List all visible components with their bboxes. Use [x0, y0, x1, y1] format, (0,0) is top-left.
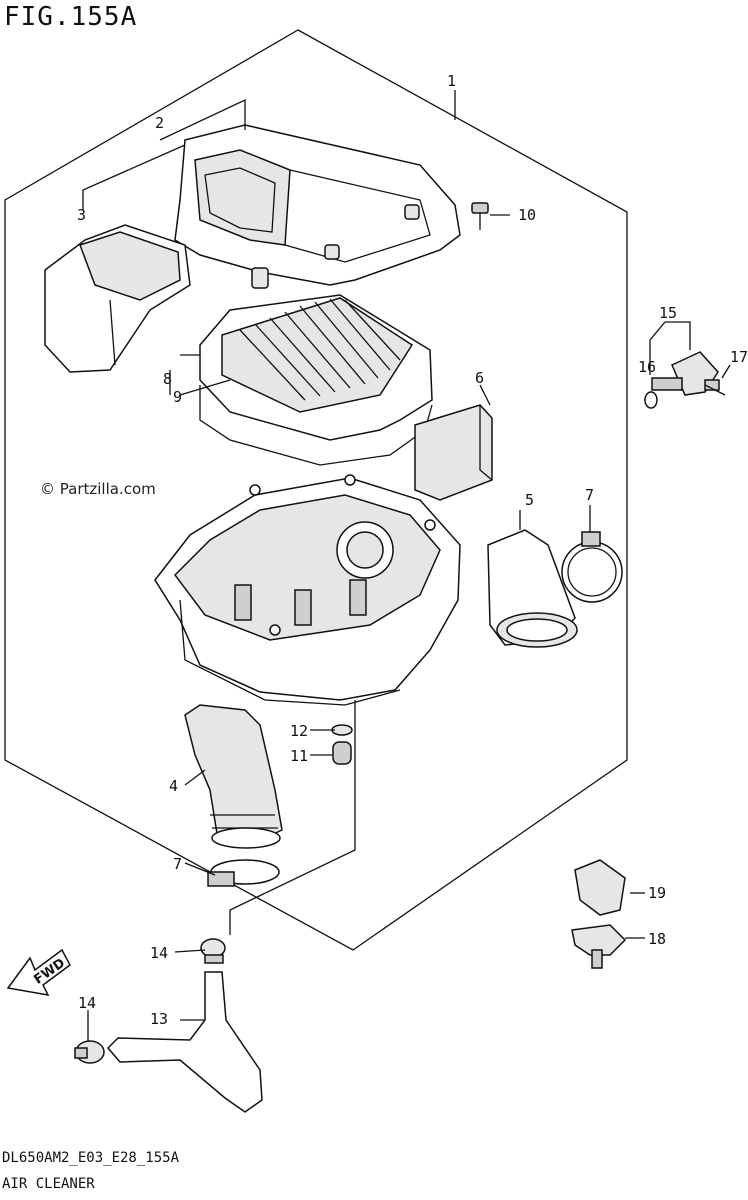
assembly-boundary [4, 29, 628, 951]
intake-duct[interactable] [44, 224, 191, 373]
callout-6: 6 [475, 369, 484, 387]
leader-lines [82, 90, 731, 1042]
callout-14-upper: 14 [150, 944, 168, 962]
watermark: © Partzilla.com [40, 480, 156, 498]
sensor-cover[interactable] [574, 859, 626, 916]
callout-1: 1 [447, 72, 456, 90]
callout-15: 15 [659, 304, 677, 322]
fwd-arrow-icon: FWD [6, 948, 71, 996]
screw-17[interactable] [704, 379, 726, 396]
diagram-code: DL650AM2_E03_E28_155A [2, 1150, 180, 1166]
breather-hose[interactable] [106, 971, 263, 1113]
callout-4: 4 [169, 777, 178, 795]
callout-12: 12 [290, 722, 308, 740]
hose-clip-a[interactable] [200, 938, 226, 964]
hose-clip-b[interactable] [74, 1040, 105, 1064]
o-ring[interactable] [644, 391, 658, 409]
clamp-upper[interactable] [561, 531, 623, 603]
filter-element[interactable] [199, 294, 433, 441]
callout-13: 13 [150, 1010, 168, 1028]
air-cleaner-case[interactable] [154, 474, 461, 706]
sponge-pad[interactable] [414, 404, 493, 501]
callout-10: 10 [518, 206, 536, 224]
callout-19: 19 [648, 884, 666, 902]
clamp-lower[interactable] [207, 859, 280, 887]
callout-7-upper: 7 [585, 486, 594, 504]
callout-11: 11 [290, 747, 308, 765]
callout-14-lower: 14 [78, 994, 96, 1012]
callout-17: 17 [730, 348, 748, 366]
callout-3: 3 [77, 206, 86, 224]
callout-7-lower: 7 [173, 855, 182, 873]
callout-5: 5 [525, 491, 534, 509]
map-sensor[interactable] [571, 924, 627, 969]
callout-8: 8 [163, 370, 172, 388]
callout-18: 18 [648, 930, 666, 948]
plug-cap[interactable] [332, 741, 352, 765]
callout-2: 2 [155, 114, 164, 132]
diagram-name: AIR CLEANER [2, 1176, 95, 1192]
callout-16: 16 [638, 358, 656, 376]
figure-title: FIG.155A [4, 2, 138, 32]
callouts: 1 2 3 4 5 6 7 7 8 9 10 11 12 13 14 14 15… [77, 72, 748, 1028]
air-cleaner-cover[interactable] [174, 124, 461, 289]
callout-9: 9 [173, 388, 182, 406]
drain-hose[interactable] [184, 704, 283, 849]
screw-10[interactable] [471, 202, 489, 230]
intake-tube[interactable] [487, 529, 578, 648]
